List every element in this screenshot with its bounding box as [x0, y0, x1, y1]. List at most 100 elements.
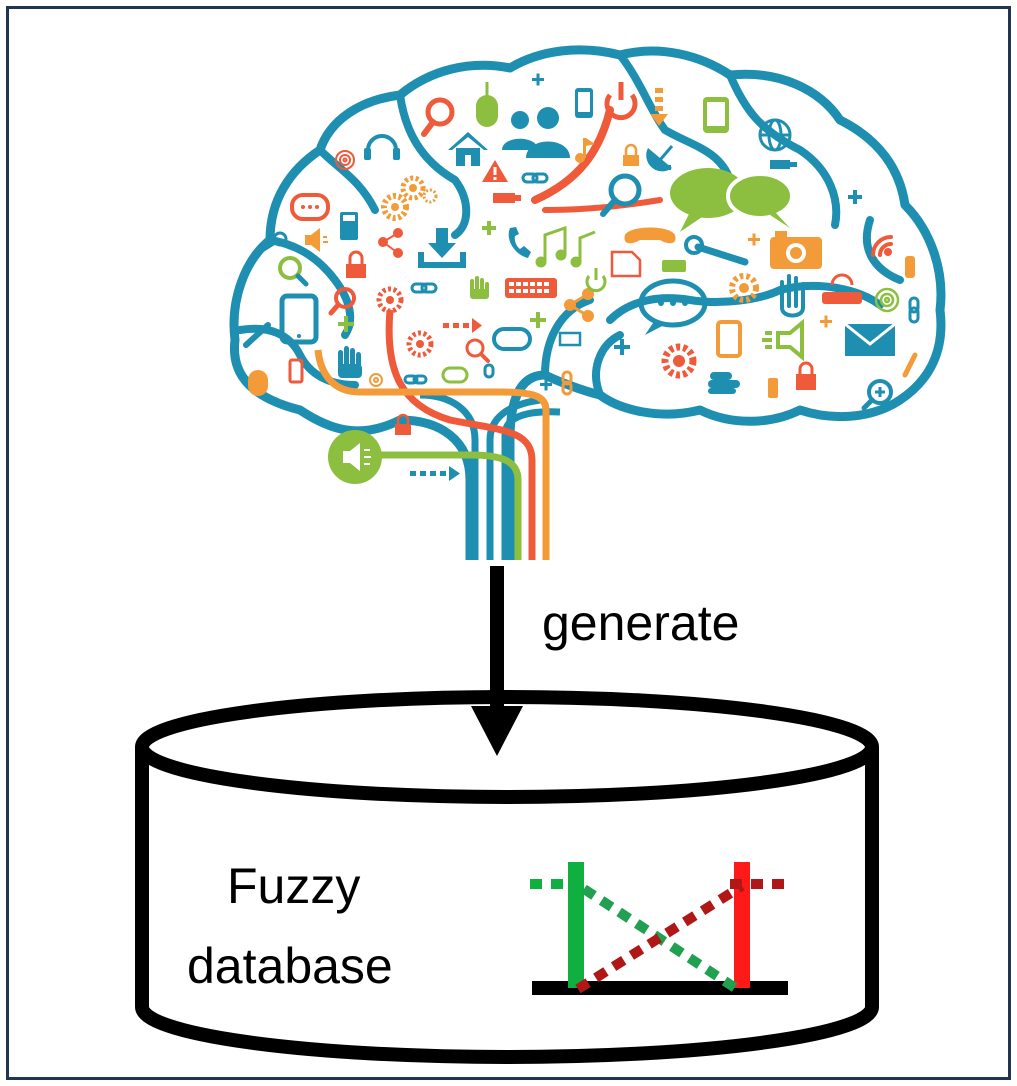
- phone-icon: [716, 320, 742, 358]
- cable-teal: [486, 396, 541, 560]
- brain-fold: [606, 281, 884, 324]
- arrow-icon: [443, 318, 482, 333]
- mouse-icon: [476, 82, 498, 127]
- camera-icon: [770, 231, 822, 269]
- hand-icon: [708, 372, 740, 394]
- lock-icon: [395, 413, 411, 435]
- chat-bubbles-icon: [290, 193, 330, 221]
- brain-fold: [592, 331, 624, 399]
- cable-orange: [314, 349, 550, 560]
- brain-fold: [541, 296, 594, 379]
- satellite-icon: [646, 145, 674, 172]
- mouse-icon: [492, 327, 532, 351]
- lock-icon: [796, 361, 816, 390]
- link-icon: [521, 172, 549, 184]
- wifi-icon: [871, 235, 893, 257]
- fuzzy-ascending-line: [575, 881, 745, 994]
- link-icon: [410, 282, 438, 294]
- link-icon: [403, 374, 428, 385]
- magnifier-icon: [861, 379, 893, 411]
- database-label-line2: database: [187, 938, 393, 994]
- power-icon: [585, 268, 607, 293]
- phone-icon: [279, 293, 319, 345]
- usb-icon: [288, 358, 304, 384]
- magnifier-icon: [421, 97, 455, 137]
- music-note-icon: [535, 225, 596, 268]
- document-icon: [610, 250, 642, 278]
- hand-icon: [780, 274, 805, 318]
- wrench-icon: [902, 352, 918, 378]
- cable-orange-upper: [542, 197, 663, 213]
- mouse-icon: [441, 366, 469, 384]
- brain-fold: [616, 51, 734, 184]
- link-icon: [483, 363, 495, 379]
- globe-icon: [758, 118, 792, 152]
- brain-fold: [726, 71, 841, 229]
- download-icon: [418, 228, 466, 268]
- mouse-icon: [248, 370, 268, 396]
- envelope-icon: [844, 322, 896, 356]
- plus-icon: [614, 339, 630, 355]
- cable-red: [385, 309, 536, 560]
- hand-icon: [338, 346, 362, 378]
- chat-bubbles-icon: [670, 168, 794, 232]
- share-icon: [378, 228, 403, 258]
- gear-icon: [661, 343, 697, 379]
- generate-label: generate: [542, 595, 739, 651]
- warning-icon: [482, 160, 508, 182]
- database-cylinder: [135, 690, 879, 1064]
- phone-icon: [508, 227, 531, 258]
- usb-icon: [493, 193, 521, 203]
- database-label-line1: Fuzzy: [227, 858, 360, 914]
- joystick-icon: [624, 227, 676, 244]
- fuzzy-descending-line: [581, 884, 743, 996]
- wrench-icon: [251, 231, 288, 258]
- cable-red-upper: [531, 106, 614, 204]
- cylinder-body: [135, 747, 879, 1064]
- magnifier-icon: [465, 338, 490, 363]
- users-icon: [502, 107, 570, 158]
- magnifier-icon: [278, 256, 309, 287]
- phone-icon: [703, 97, 729, 133]
- battery-icon: [558, 331, 582, 347]
- spiral-icon: [369, 373, 383, 387]
- lock-icon: [623, 143, 639, 166]
- fuzzy-right-bar: [734, 862, 750, 988]
- brain-fold: [862, 216, 904, 284]
- plus-icon: [820, 315, 832, 328]
- cylinder-top: [135, 690, 879, 804]
- usb-icon: [770, 160, 797, 169]
- plus-icon: [338, 316, 354, 332]
- usb-icon: [768, 378, 778, 398]
- gear-icon: [376, 286, 404, 314]
- speaker-icon: [343, 443, 371, 471]
- plus-icon: [848, 190, 862, 204]
- keyboard-icon: [505, 278, 557, 298]
- music-note-icon: [575, 138, 595, 163]
- magnifier-icon: [328, 287, 356, 316]
- brain-fold: [316, 146, 379, 214]
- home-icon: [448, 132, 488, 166]
- calculator-icon: [340, 212, 358, 240]
- brain-fold: [396, 91, 471, 239]
- cable-teal: [419, 391, 479, 560]
- arrow-icon: [650, 88, 668, 126]
- usb-icon: [905, 256, 915, 278]
- wrench-icon: [243, 322, 271, 348]
- magnifier-icon: [600, 173, 642, 217]
- hand-icon: [470, 276, 489, 299]
- plus-icon: [532, 73, 544, 86]
- headset-icon: [364, 134, 400, 160]
- brain-illustration: [229, 45, 946, 560]
- brain-outline: [229, 45, 946, 560]
- gear-icon: [406, 330, 434, 358]
- fuzzy-symbol: [530, 862, 788, 996]
- speaker-icon: [305, 228, 328, 252]
- plus-icon: [482, 221, 496, 235]
- speaker-icon: [762, 318, 804, 362]
- phone-icon: [575, 88, 593, 118]
- share-icon: [564, 288, 594, 322]
- spiral-icon: [335, 150, 355, 170]
- phone-icon: [662, 260, 686, 272]
